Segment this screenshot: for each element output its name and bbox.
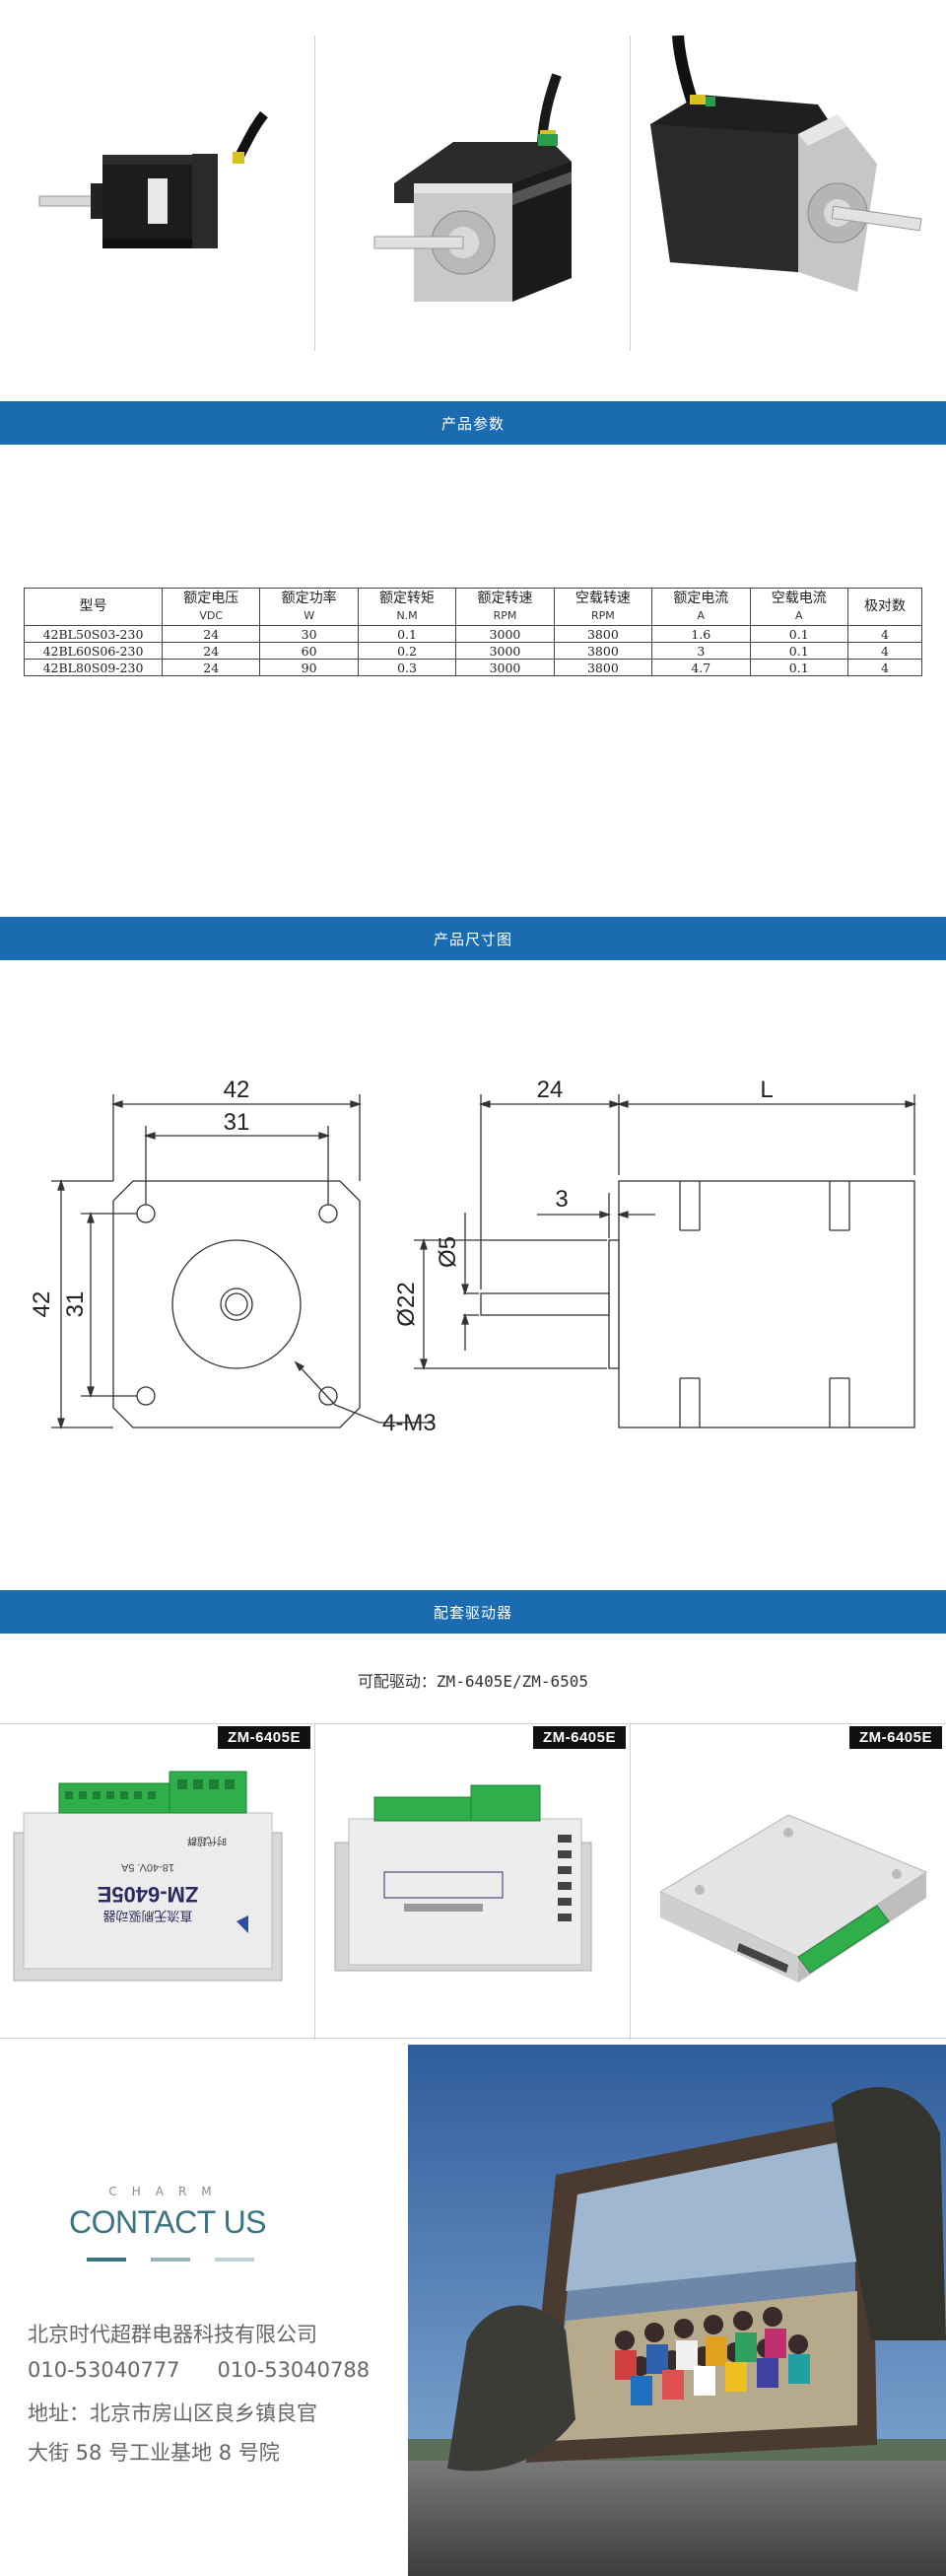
table-row: 42BL80S09-230 24 90 0.3 3000 3800 4.7 0.… [24,659,923,676]
driver-model-tag: ZM-6405E [848,1726,942,1749]
contact-dash [215,2258,254,2262]
driver-panel-brand: 时代超群 [187,1835,227,1847]
dim-shaft-diameter: Ø5 [435,1236,461,1268]
motor-photo-row [0,35,946,351]
table-row: 42BL60S06-230 24 60 0.2 3000 3800 3 0.1 … [24,642,923,660]
driver-model-tag: ZM-6405E [532,1726,626,1749]
driver-banner: 配套驱动器 [0,1590,946,1634]
table-cell: 42BL80S09-230 [24,659,163,676]
table-cell: 60 [259,642,359,660]
table-cell: 3800 [553,642,653,660]
table-cell: 4 [846,659,923,676]
table-cell: 3000 [455,625,555,643]
driver-panel-name: 直流无刷驱动器 [102,1909,192,1923]
table-cell: 42BL60S06-230 [24,642,163,660]
driver-photo-angle: ZM-6405E [315,1724,631,2040]
table-cell: 42BL50S03-230 [24,625,163,643]
contact-title: CONTACT US [68,2204,267,2240]
table-cell: 3000 [455,642,555,660]
driver-model-tag: ZM-6405E [217,1726,310,1749]
motor-photo-side [0,35,315,351]
motor-photo-front [315,35,631,351]
contact-company: 北京时代超群电器科技有限公司 [28,2323,317,2346]
dims-banner: 产品尺寸图 [0,917,946,960]
table-cell: 0.1 [749,642,848,660]
table-cell: 24 [161,659,261,676]
table-cell: 0.3 [357,659,457,676]
motor-photo-angle [631,35,946,351]
driver-photo-top: ZM-6405E [631,1724,946,2040]
contact-charm: CHARM [108,2185,227,2198]
driver-caption: 可配驱动：ZM-6405E/ZM-6505 [357,1672,589,1691]
dim-width-top: 42 [224,1077,250,1103]
contact-dash [151,2258,190,2262]
table-cell: 4 [846,642,923,660]
dim-body-length: L [760,1077,773,1103]
dim-holes-label: 4-M3 [382,1410,437,1436]
table-cell: 3000 [455,659,555,676]
dimension-drawing: 42 31 42 31 4-M3 24 L Ø5 Ø22 3 [0,1065,946,1498]
table-cell: 0.1 [749,625,848,643]
contact-dashes [87,2258,254,2262]
contact-address-2: 大街 58 号工业基地 8 号院 [28,2441,280,2465]
dim-shaft-length: 24 [537,1077,564,1103]
dim-hole-spacing-left: 31 [62,1291,89,1318]
params-banner: 产品参数 [0,401,946,445]
driver-title: 配套驱动器 [433,1603,512,1622]
table-cell: 24 [161,642,261,660]
driver-panel-model: ZM-6405E [98,1882,199,1907]
contact-phone-2: 010-53040788 [217,2358,371,2382]
table-cell: 30 [259,625,359,643]
dim-boss-length: 3 [555,1186,568,1213]
table-cell: 4.7 [651,659,751,676]
table-cell: 3800 [553,625,653,643]
table-cell: 0.1 [749,659,848,676]
col-pole-pairs: 极对数 [846,588,923,626]
contact-address-1: 地址：北京市房山区良乡镇良官 [28,2402,317,2425]
table-cell: 3800 [553,659,653,676]
table-cell: 0.2 [357,642,457,660]
contact-phones: 010-53040777 010-53040788 [28,2358,370,2382]
dim-boss-diameter: Ø22 [393,1282,420,1326]
table-cell: 24 [161,625,261,643]
driver-panel-spec: 18-40V. 5A [120,1861,174,1873]
dim-height-left: 42 [29,1291,55,1318]
dims-title: 产品尺寸图 [433,930,512,948]
contact-dash [87,2258,126,2262]
dim-hole-spacing-top: 31 [224,1109,250,1136]
contact-photo [408,2045,946,2576]
driver-photo-front: ZM-6405E 直流无刷驱动器 18-40V. 5A 时代超群 ZM-6405… [0,1724,315,2040]
table-cell: 1.6 [651,625,751,643]
table-row: 42BL50S03-230 24 30 0.1 3000 3800 1.6 0.… [24,625,923,643]
driver-photo-row: ZM-6405E 直流无刷驱动器 18-40V. 5A 时代超群 ZM-6405… [0,1723,946,2040]
table-cell: 4 [846,625,923,643]
table-cell: 90 [259,659,359,676]
col-model: 型号 [24,588,163,626]
table-cell: 3 [651,642,751,660]
params-title: 产品参数 [440,414,505,433]
table-cell: 0.1 [357,625,457,643]
contact-phone-1: 010-53040777 [28,2358,180,2382]
